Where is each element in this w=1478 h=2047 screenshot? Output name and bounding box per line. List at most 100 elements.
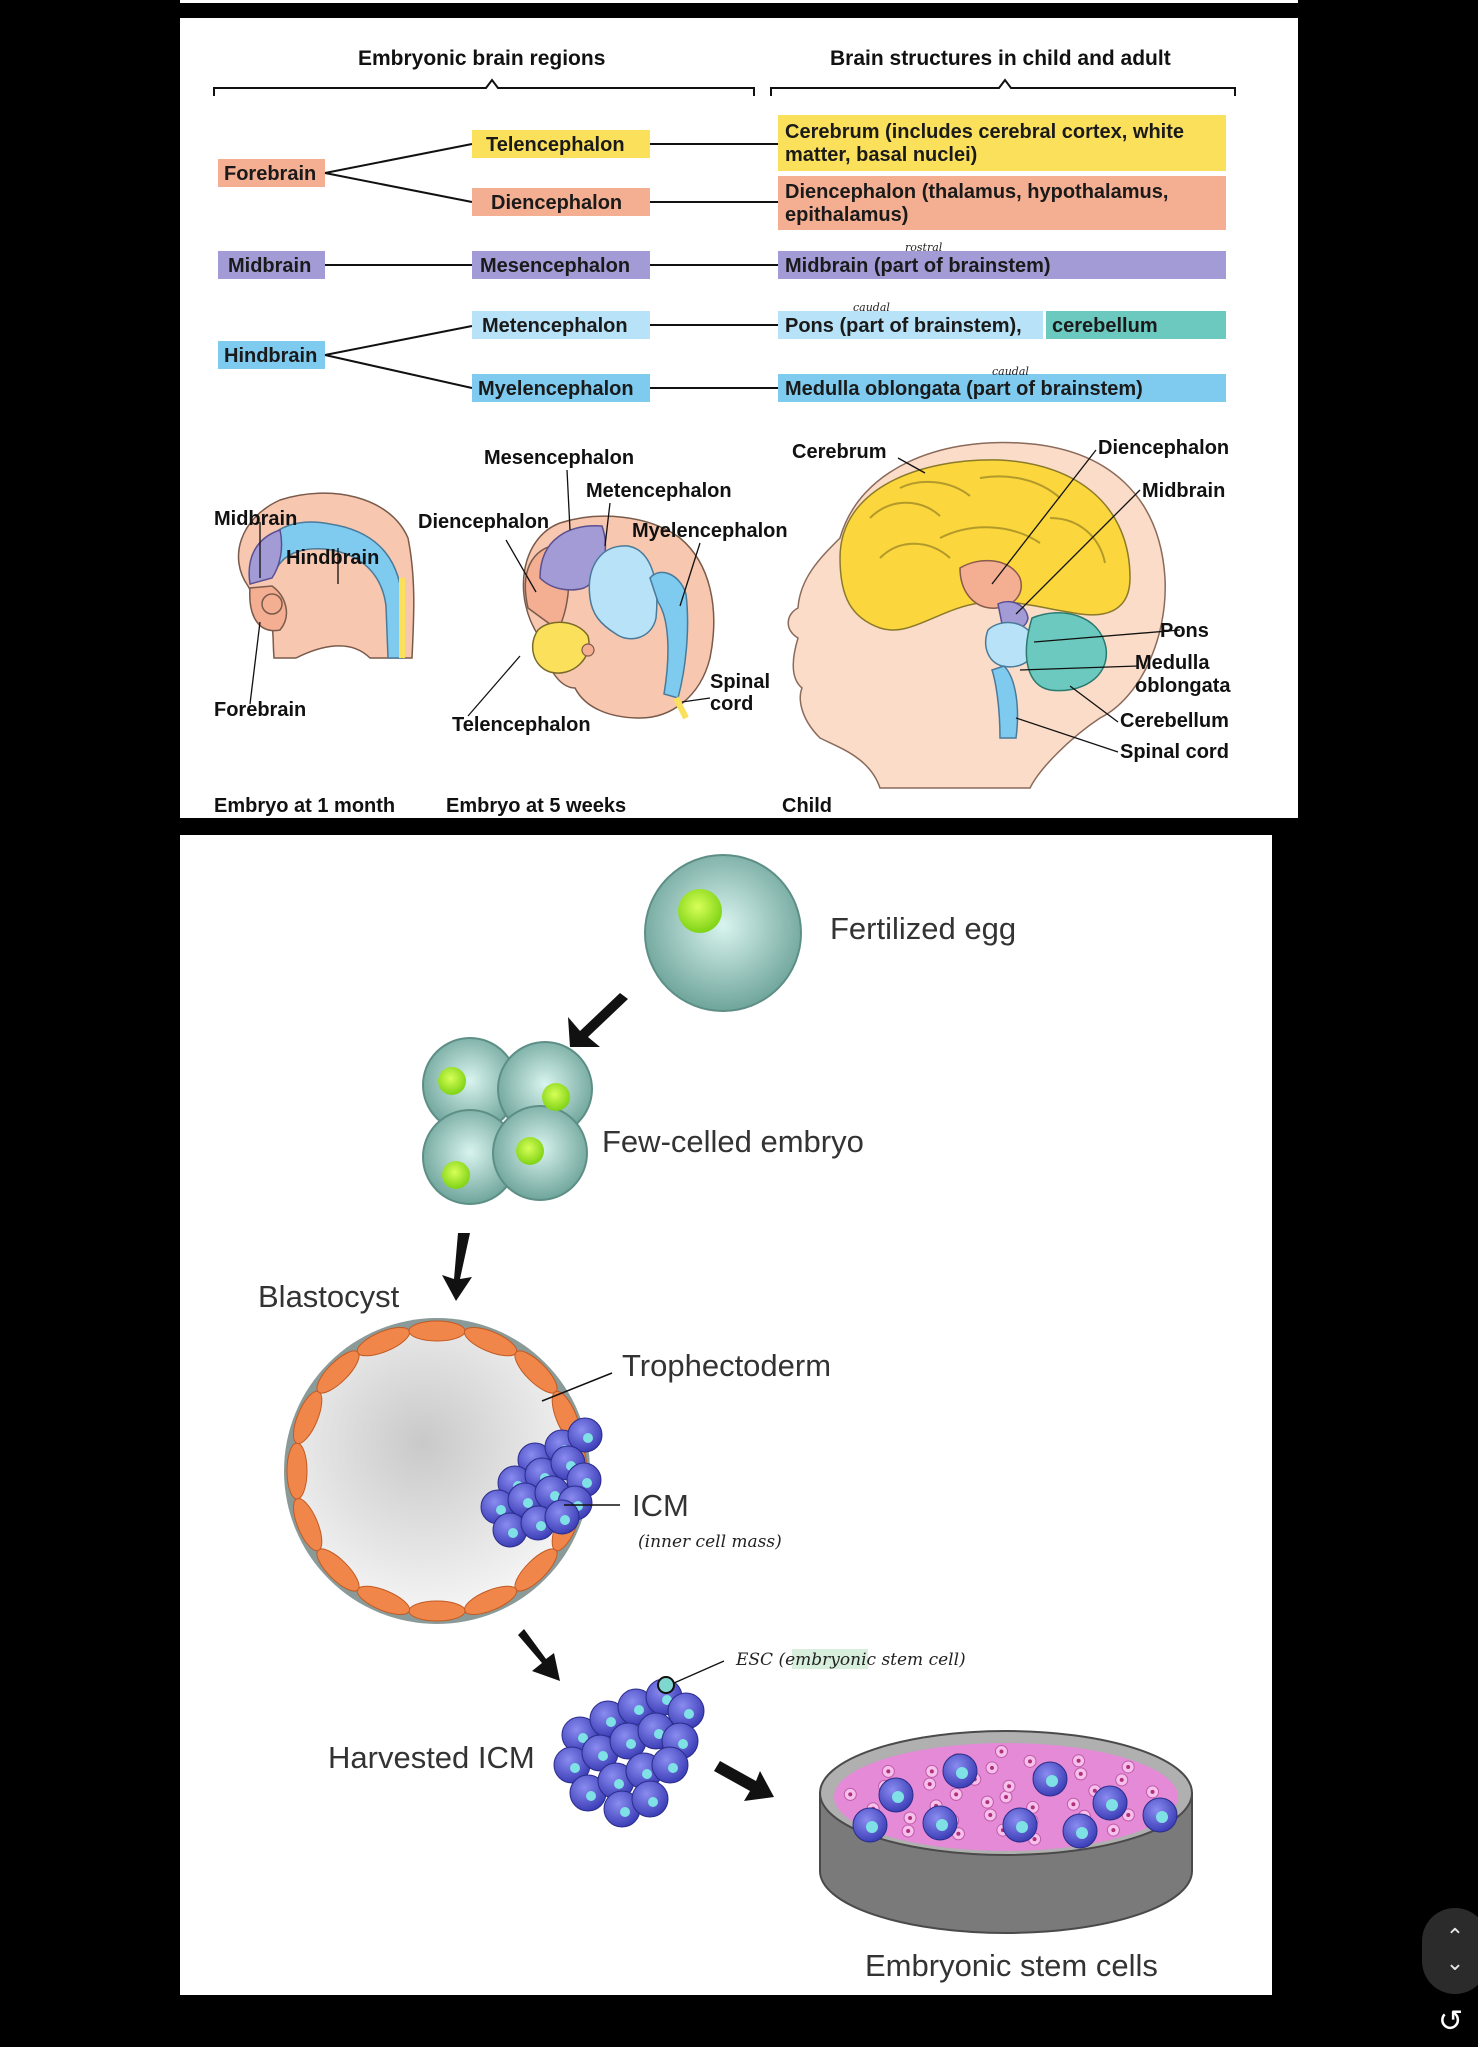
chevron-up-icon[interactable]: ⌃ bbox=[1445, 1925, 1465, 1950]
arrow-4-icon bbox=[714, 1761, 774, 1801]
forebrain-pointer-1m bbox=[249, 621, 261, 705]
myelencephalon-pointer bbox=[679, 542, 701, 607]
midbrain-pointer-child bbox=[1015, 489, 1141, 615]
hind-met-line bbox=[324, 325, 473, 356]
cerebellum-pointer bbox=[1069, 685, 1119, 723]
diencephalon-adult-line2: epithalamus) bbox=[785, 204, 908, 226]
stem-cell-svg: Fertilized egg Few-celled embryo Blastoc… bbox=[258, 854, 1193, 1983]
cerebrum-line1: Cerebrum (includes cerebral cortex, whit… bbox=[785, 121, 1184, 143]
telencephalon-box bbox=[472, 130, 650, 158]
cerebrum-box bbox=[778, 115, 1226, 171]
bracket-right bbox=[770, 78, 1236, 96]
diencephalon-pointer-5w bbox=[505, 539, 537, 593]
bracket-left bbox=[213, 78, 755, 96]
harvested-icm-label: Harvested ICM bbox=[328, 1740, 535, 1775]
harvested-icm-cells bbox=[553, 1678, 705, 1828]
stem-cell-figure: Fertilized egg Few-celled embryo Blastoc… bbox=[180, 835, 1272, 1995]
pons-adult-label: Pons (part of brainstem), bbox=[785, 315, 1022, 337]
trophectoderm-pointer bbox=[541, 1372, 613, 1402]
few-celled-embryo-cells bbox=[422, 1037, 593, 1205]
pons-label-child: Pons bbox=[1160, 620, 1209, 642]
fore-tel-line bbox=[324, 143, 473, 174]
diencephalon-label: Diencephalon bbox=[491, 192, 622, 214]
esc-highlight-cell bbox=[657, 1676, 675, 1694]
diencephalon-label-child: Diencephalon bbox=[1098, 437, 1229, 459]
embryo-5-weeks-illustration bbox=[522, 515, 715, 720]
arrow-2-icon bbox=[442, 1233, 472, 1301]
medulla-adult-box bbox=[778, 374, 1226, 402]
mesencephalon-pointer bbox=[566, 469, 571, 531]
child-head-illustration bbox=[787, 441, 1166, 789]
caudal-note-pons: caudal bbox=[853, 301, 890, 314]
arrow-1-icon bbox=[568, 993, 628, 1047]
medulla-pointer bbox=[1019, 665, 1139, 671]
stem-cell-colonies bbox=[843, 1744, 1178, 1849]
refresh-icon[interactable]: ↺ bbox=[1438, 2004, 1464, 2039]
arrow-3-icon bbox=[518, 1629, 560, 1681]
telencephalon-pointer bbox=[467, 655, 521, 717]
spinal-label-5w-1: Spinal bbox=[710, 671, 770, 693]
forebrain-box bbox=[218, 159, 325, 187]
embryo-1-month-illustration bbox=[237, 492, 415, 659]
few-celled-label: Few-celled embryo bbox=[602, 1124, 864, 1159]
forebrain-label-1m: Forebrain bbox=[214, 699, 306, 721]
icm-note: (inner cell mass) bbox=[638, 1532, 782, 1552]
midbrain-adult-box bbox=[778, 251, 1226, 279]
spinal-label-5w-2: cord bbox=[710, 693, 753, 715]
mesencephalon-box bbox=[472, 251, 650, 279]
diencephalon-label-5w: Diencephalon bbox=[418, 511, 549, 533]
midbrain-label: Midbrain bbox=[228, 255, 311, 277]
hindbrain-label-1m: Hindbrain bbox=[286, 547, 379, 569]
metencephalon-box bbox=[472, 311, 650, 339]
fertilized-egg-cell bbox=[644, 854, 802, 1012]
cerebellum-adult-box bbox=[1046, 311, 1226, 339]
myelencephalon-box bbox=[472, 374, 650, 402]
cerebrum-line2: matter, basal nuclei) bbox=[785, 144, 977, 166]
telencephalon-label: Telencephalon bbox=[486, 134, 625, 156]
esc-note: ESC (embryonic stem cell) bbox=[735, 1650, 966, 1670]
fertilized-egg-label: Fertilized egg bbox=[830, 911, 1016, 946]
metencephalon-label: Metencephalon bbox=[482, 315, 628, 337]
myelencephalon-label: Myelencephalon bbox=[478, 378, 634, 400]
cerebellum-adult-label: cerebellum bbox=[1052, 315, 1158, 337]
stem-cells-label: Embryonic stem cells bbox=[865, 1948, 1158, 1983]
forebrain-label: Forebrain bbox=[224, 163, 316, 185]
icm-label: ICM bbox=[632, 1488, 689, 1523]
metencephalon-label-5w: Metencephalon bbox=[586, 480, 732, 502]
diencephalon-adult-line1: Diencephalon (thalamus, hypothalamus, bbox=[785, 181, 1168, 203]
midbrain-label-1m: Midbrain bbox=[214, 508, 297, 530]
cerebrum-pointer bbox=[897, 457, 926, 474]
pons-pointer bbox=[1033, 629, 1181, 643]
esc-pointer bbox=[673, 1660, 725, 1684]
hindbrain-label: Hindbrain bbox=[224, 345, 317, 367]
brain-regions-figure: Embryonic brain regions Brain structures… bbox=[180, 18, 1298, 818]
diencephalon-pointer-child bbox=[991, 449, 1097, 585]
icm-cells bbox=[480, 1417, 603, 1548]
header-adult: Brain structures in child and adult bbox=[830, 47, 1171, 70]
fore-di-line bbox=[324, 172, 473, 203]
midbrain-box bbox=[218, 251, 325, 279]
caption-child: Child bbox=[782, 795, 832, 817]
diencephalon-adult-box bbox=[778, 176, 1226, 230]
fertilized-egg-nucleus bbox=[678, 889, 722, 933]
pons-adult-box bbox=[778, 311, 1043, 339]
medulla-adult-label: Medulla oblongata (part of brainstem) bbox=[785, 378, 1143, 400]
hindbrain-box bbox=[218, 341, 325, 369]
trophectoderm-label: Trophectoderm bbox=[622, 1348, 831, 1383]
header-embryonic: Embryonic brain regions bbox=[358, 47, 605, 70]
cerebellum-label-child: Cerebellum bbox=[1120, 710, 1229, 732]
mesencephalon-label-5w: Mesencephalon bbox=[484, 447, 634, 469]
top-edge-strip bbox=[180, 0, 1298, 3]
myelencephalon-label-5w: Myelencephalon bbox=[632, 520, 788, 542]
caption-1-month: Embryo at 1 month bbox=[214, 795, 395, 817]
diencephalon-box bbox=[472, 188, 650, 216]
spinal-cord-pointer-5w bbox=[681, 697, 711, 703]
blastocyst-label: Blastocyst bbox=[258, 1279, 400, 1314]
scroll-control[interactable]: ⌃ ⌄ bbox=[1422, 1908, 1478, 1994]
spinal-label-child: Spinal cord bbox=[1120, 741, 1229, 763]
metencephalon-pointer bbox=[604, 502, 611, 547]
spinal-cord-pointer-child bbox=[1015, 717, 1119, 753]
hind-myel-line bbox=[324, 354, 473, 389]
chevron-down-icon[interactable]: ⌄ bbox=[1445, 1951, 1465, 1976]
brain-regions-svg: Embryonic brain regions Brain structures… bbox=[213, 47, 1236, 817]
